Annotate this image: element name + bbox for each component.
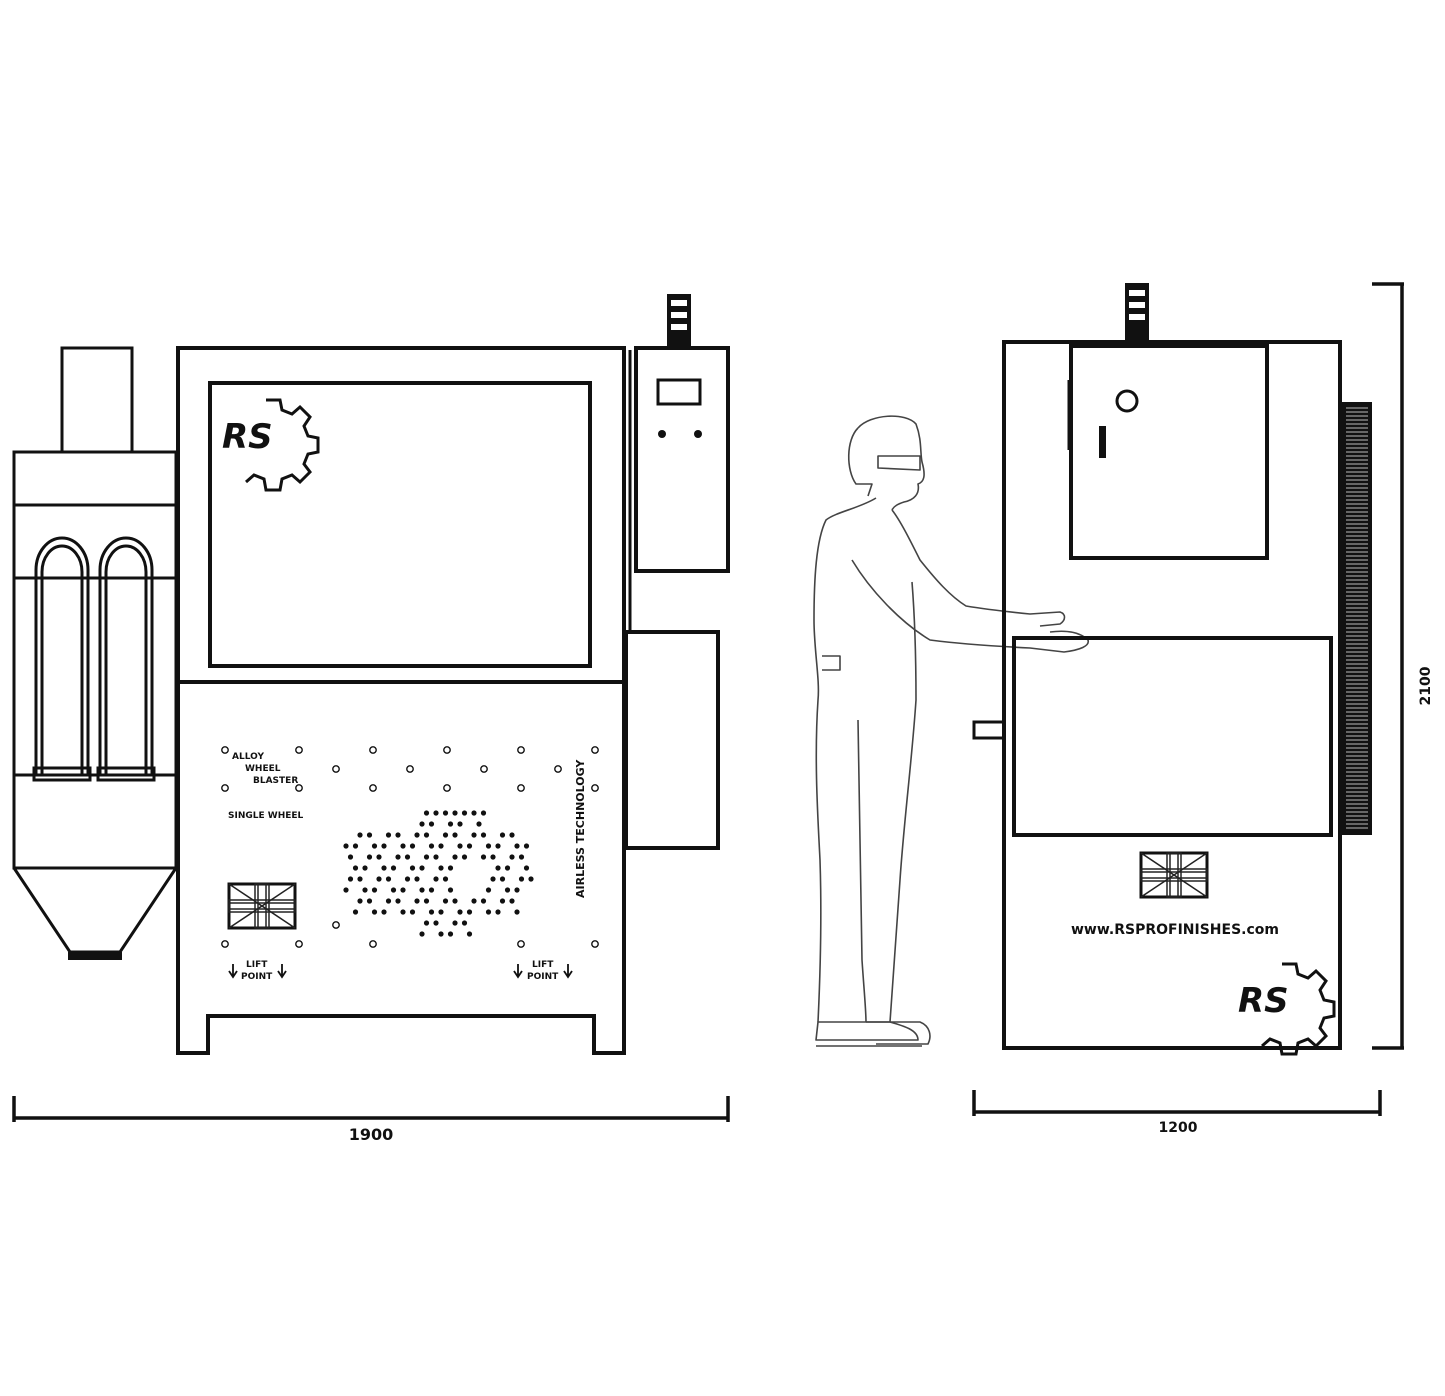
panel-display (656, 378, 702, 406)
svg-text:LIFT: LIFT (532, 960, 554, 970)
front-logo-text: RS (222, 417, 273, 457)
product-name-line-2: WHEEL (245, 764, 281, 774)
door-handle (1099, 426, 1106, 458)
control-panel (634, 346, 730, 573)
panel-button-left (658, 430, 666, 438)
height-dimension: 2100 (1372, 282, 1434, 1050)
side-cabinet-view (972, 340, 1372, 1050)
depth-dimension-label: 1200 (1159, 1120, 1198, 1136)
operator-figure (813, 415, 1089, 1047)
model-label: SINGLE WHEEL (228, 811, 304, 821)
product-name-line-3: BLASTER (253, 776, 298, 786)
union-jack-flag-icon (227, 882, 297, 930)
side-glove-opening (1012, 636, 1333, 837)
panel-rivets (221, 746, 599, 948)
rs-gear-logo-icon: RS (222, 398, 320, 492)
website-label: www.RSPROFINISHES.com (1071, 922, 1279, 938)
side-union-jack-flag-icon (1139, 851, 1209, 899)
dust-collector (12, 346, 178, 960)
side-rs-gear-logo-icon: RS (1238, 962, 1336, 1056)
rs-dot-logo (343, 810, 534, 937)
front-cabinet (176, 346, 632, 1055)
lift-point-left: LIFT POINT (228, 960, 287, 982)
side-logo-text: RS (1238, 981, 1289, 1021)
panel-button-right (694, 430, 702, 438)
airless-technology-label: AIRLESS TECHNOLOGY (574, 759, 587, 898)
width-dimension: 1900 (12, 1096, 730, 1144)
lift-point-right: LIFT POINT (513, 960, 573, 982)
side-cabinet (624, 630, 720, 850)
svg-text:POINT: POINT (527, 972, 559, 982)
svg-text:LIFT: LIFT (246, 960, 268, 970)
height-dimension-label: 2100 (1418, 666, 1434, 705)
product-name-line-1: ALLOY (232, 752, 264, 762)
depth-dimension: 1200 (972, 1090, 1382, 1136)
side-indicator-light-tower-icon (1125, 283, 1149, 342)
width-dimension-label: 1900 (349, 1125, 394, 1144)
indicator-light-tower-icon (667, 294, 691, 348)
viewing-window (208, 381, 592, 668)
side-vent-grille (1342, 402, 1372, 835)
side-access-door (1069, 344, 1269, 560)
door-knob (1115, 389, 1139, 413)
svg-text:POINT: POINT (241, 972, 273, 982)
